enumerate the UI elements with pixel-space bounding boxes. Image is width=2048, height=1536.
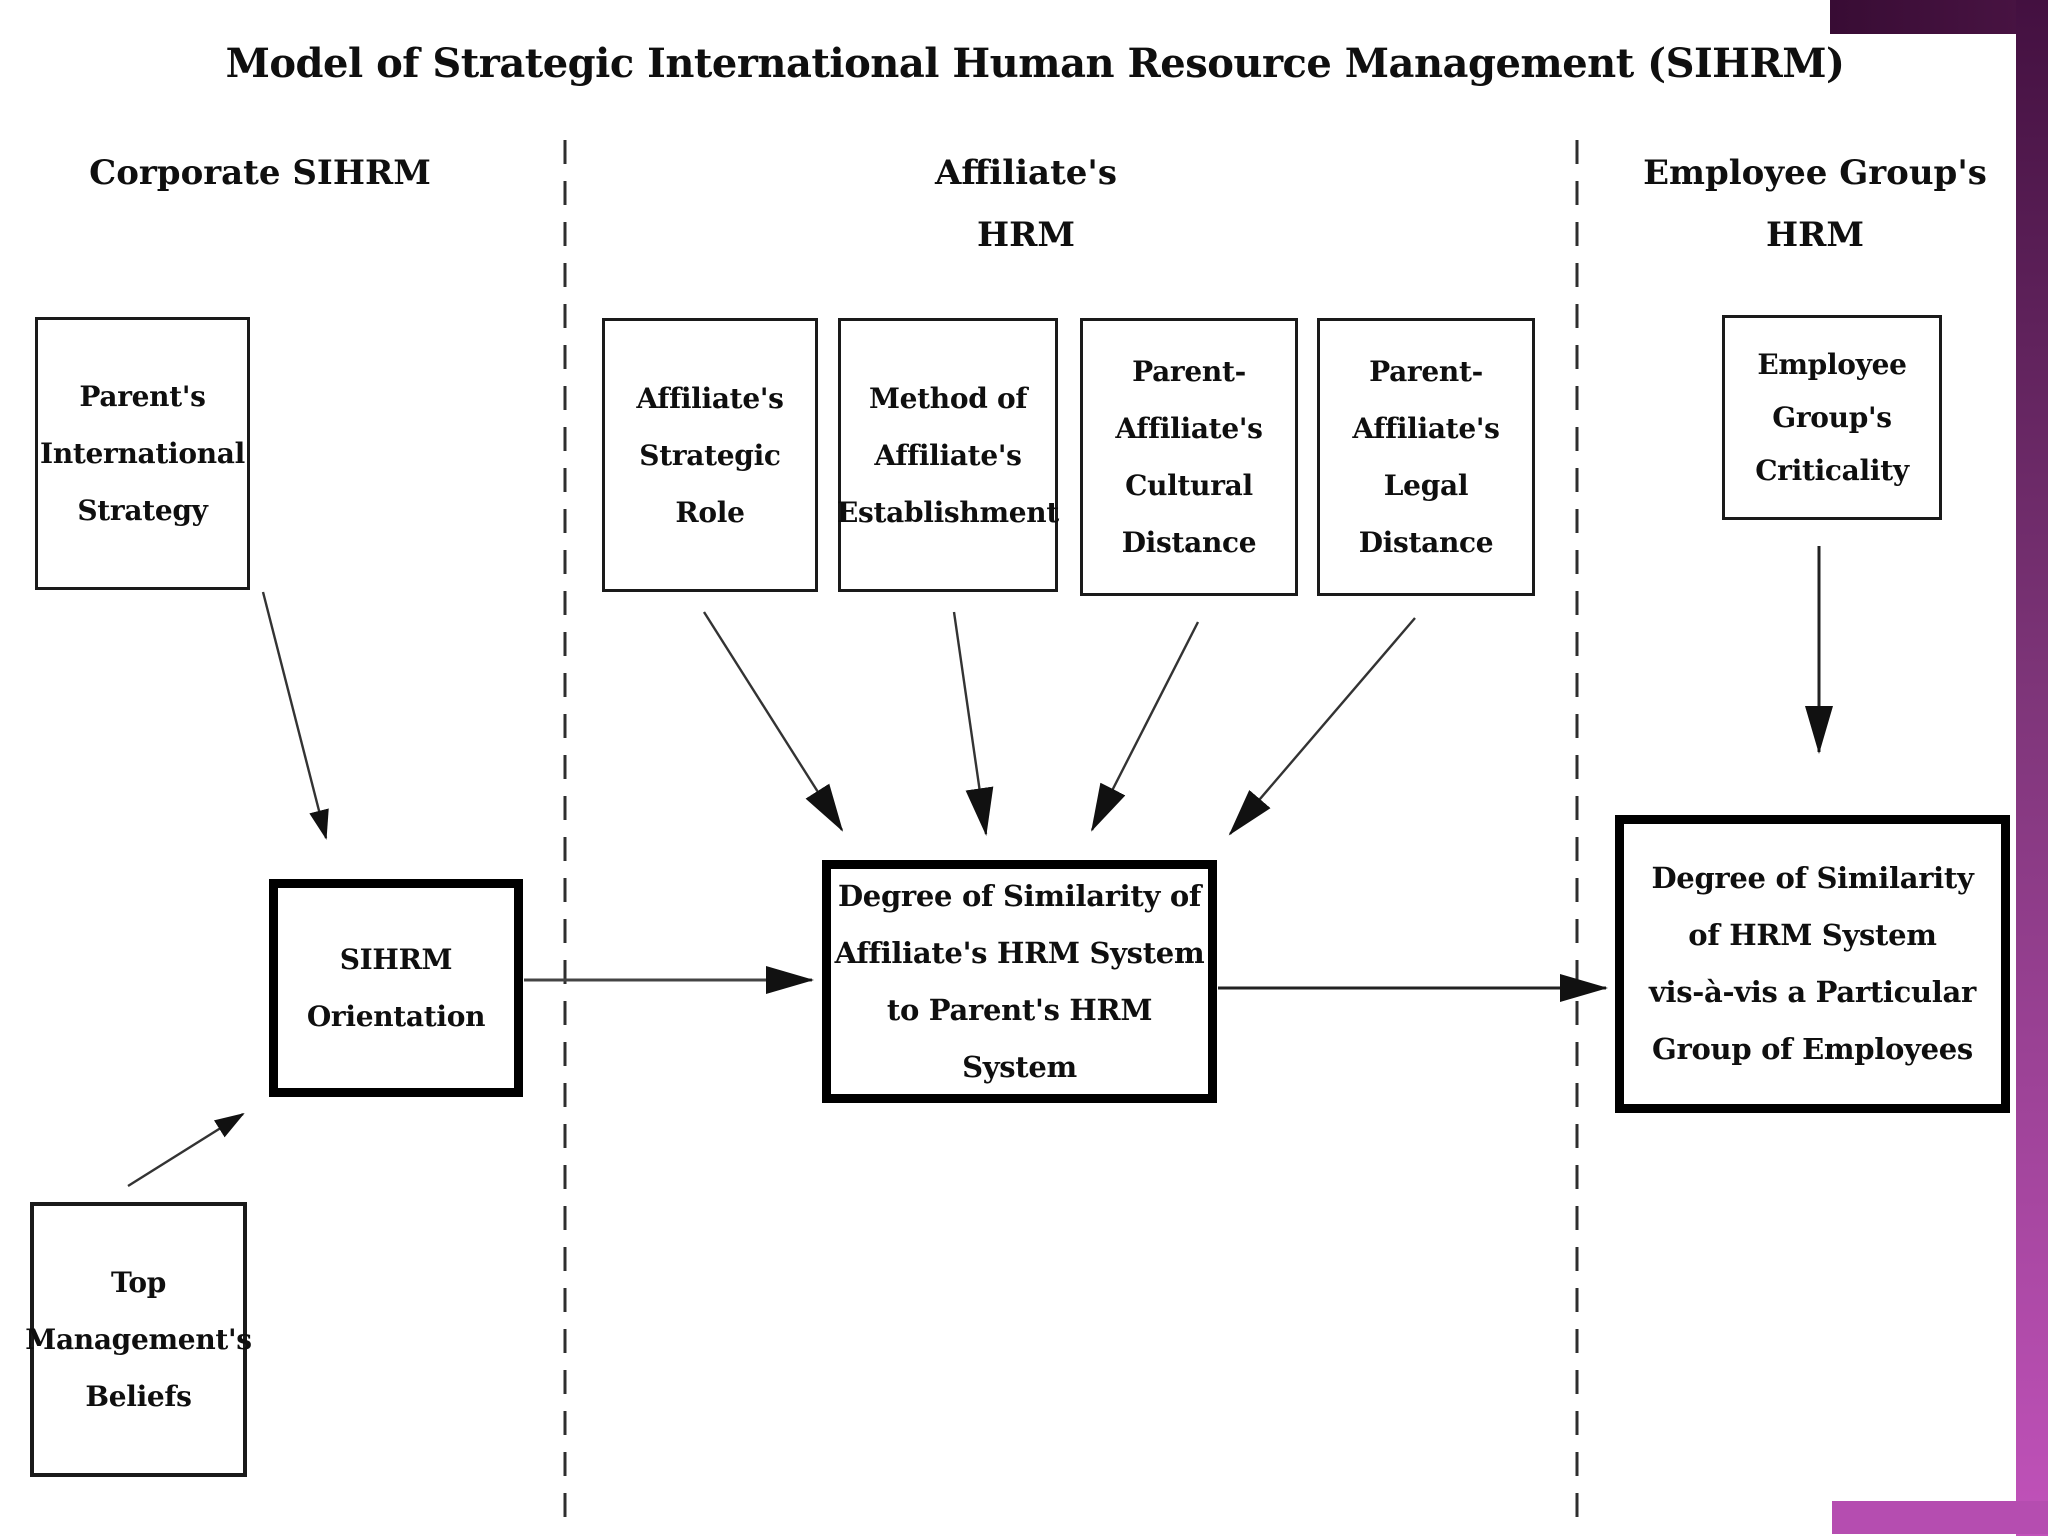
deco-top-right-block <box>1830 0 2048 34</box>
box-employee-groups-criticality: Employee Group's Criticality <box>1722 315 1942 520</box>
column-header-employee-groups-hrm: Employee Group's HRM <box>1643 153 1987 255</box>
arrow-method-to-degree <box>952 611 994 836</box>
diagram-title: Model of Strategic International Human R… <box>225 40 1845 87</box>
box-sihrm-orientation: SIHRM Orientation <box>269 879 523 1097</box>
box-degree-of-similarity-employee: Degree of Similarity of HRM System vis-à… <box>1615 815 2010 1113</box>
column-header-corporate-sihrm: Corporate SIHRM <box>89 153 431 193</box>
box-degree-of-similarity-affiliate: Degree of Similarity of Affiliate's HRM … <box>822 860 1217 1103</box>
box-parent-affiliates-legal-distance: Parent- Affiliate's Legal Distance <box>1317 318 1535 596</box>
arrow-cultural-to-degree <box>1090 621 1200 832</box>
deco-right-bar <box>2016 0 2048 1536</box>
box-parent-affiliates-cultural-distance: Parent- Affiliate's Cultural Distance <box>1080 318 1298 596</box>
box-affiliates-strategic-role: Affiliate's Strategic Role <box>602 318 818 592</box>
arrow-legal-to-degree <box>1228 617 1416 836</box>
arrow-top-management-to-sihrm <box>127 1112 245 1188</box>
arrow-parents-strategy-to-sihrm <box>261 591 329 840</box>
box-top-managements-beliefs: Top Management's Beliefs <box>25 1202 252 1477</box>
column-header-affiliates-hrm: Affiliate's HRM <box>935 153 1117 255</box>
box-parents-international-strategy: Parent's International Strategy <box>35 317 250 590</box>
deco-bottom-strip <box>1832 1501 2048 1534</box>
arrow-strategic-role-to-degree <box>702 611 844 832</box>
box-method-of-affiliates-establishment: Method of Affiliate's Establishment <box>837 318 1059 592</box>
